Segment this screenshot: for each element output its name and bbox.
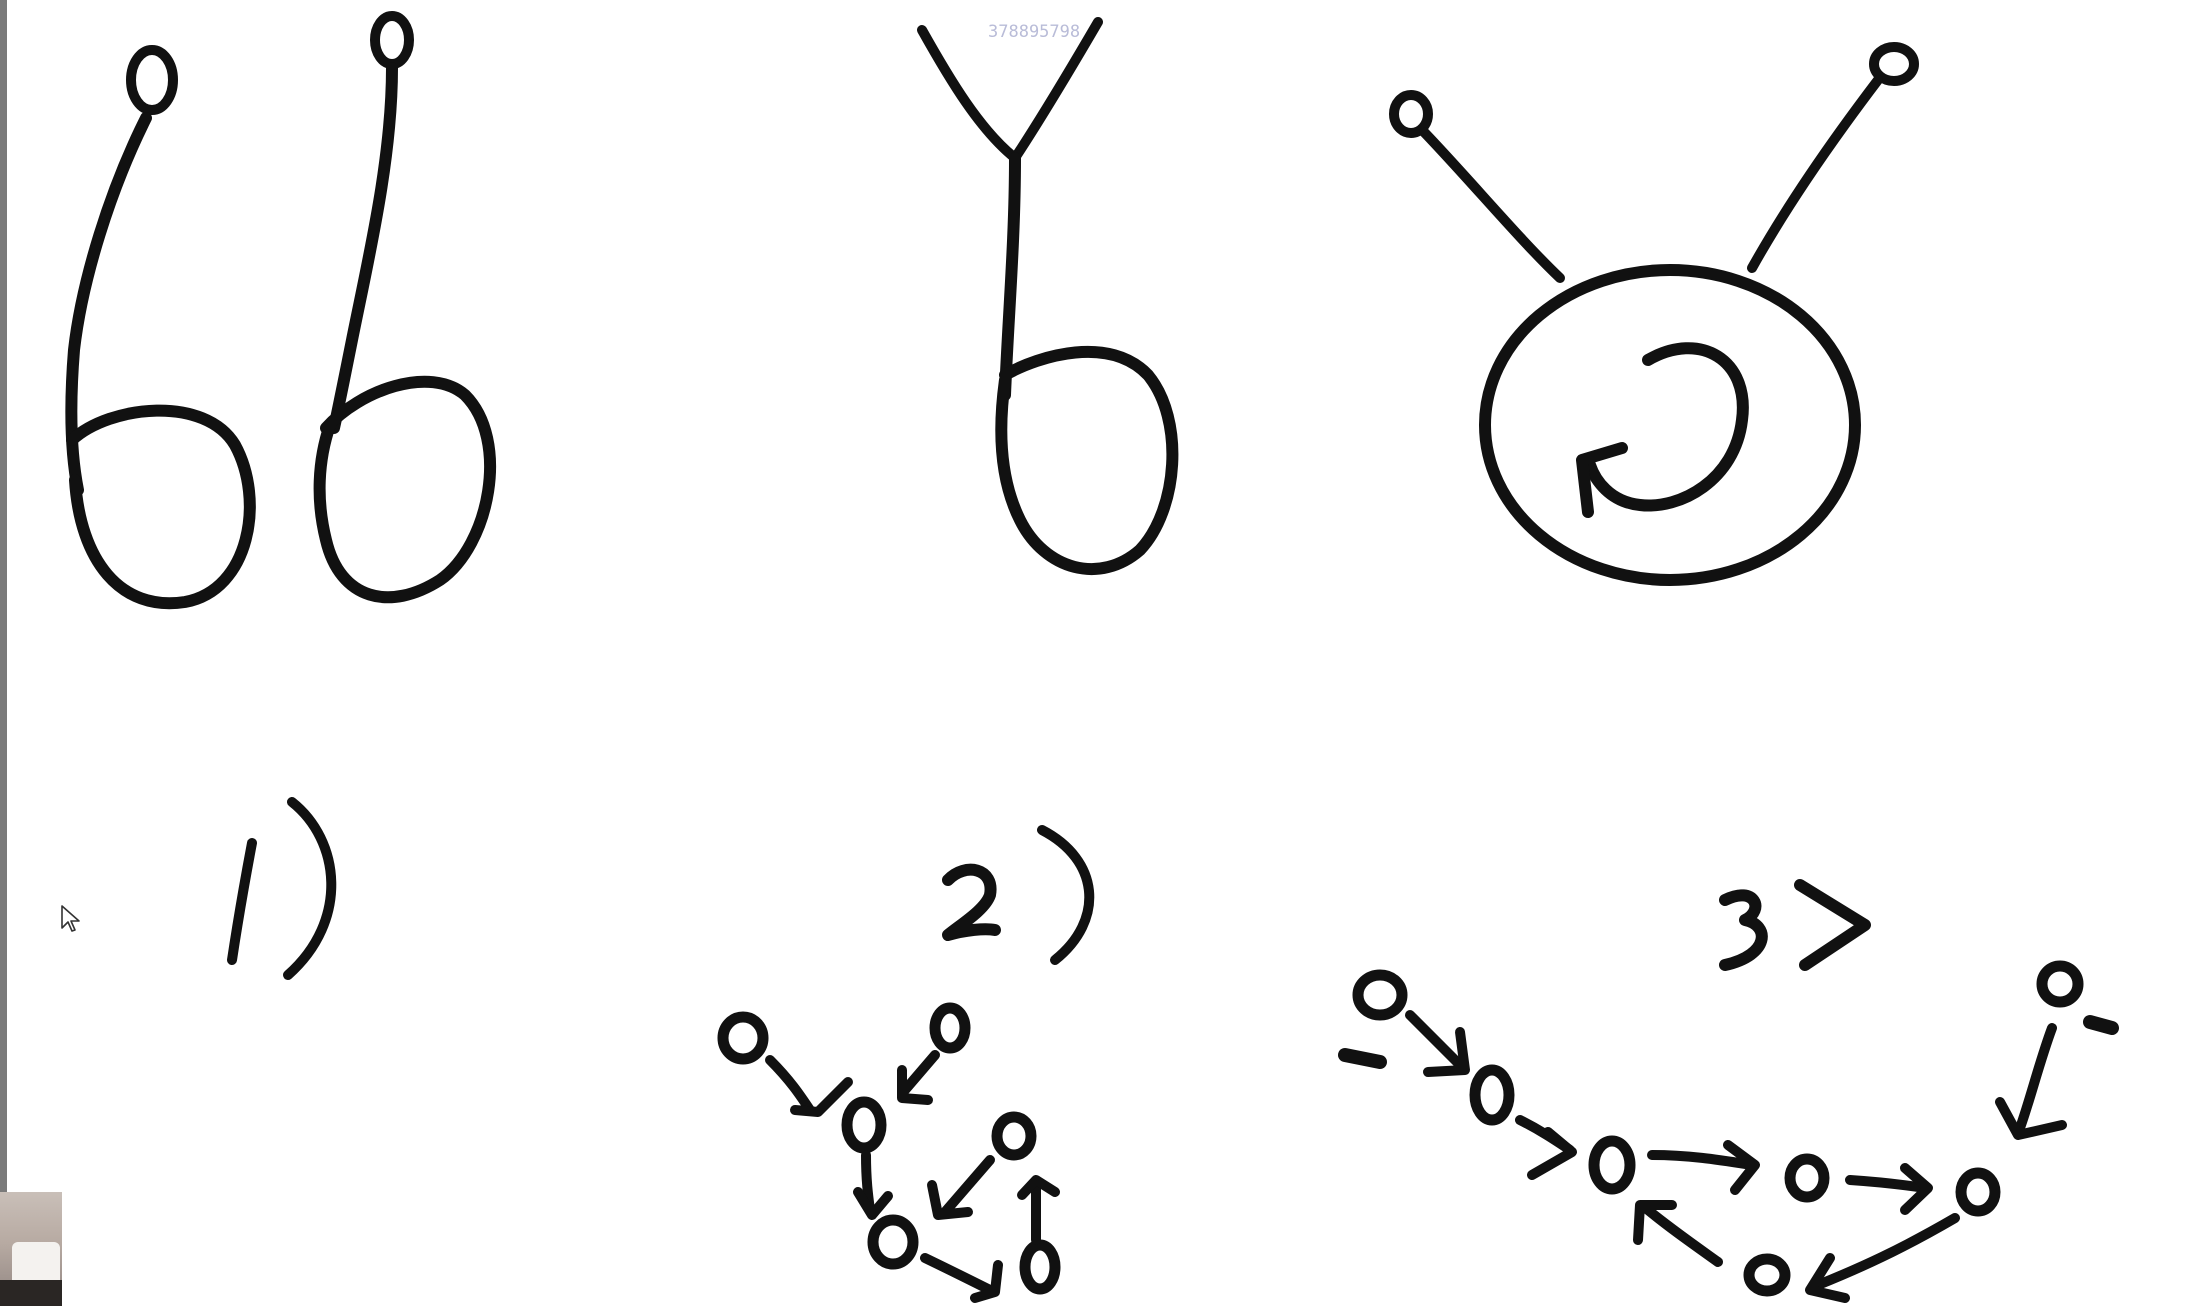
- graph-three-edge: [1845, 1175, 1930, 1193]
- graph-three-edge: [1633, 1200, 1677, 1245]
- graph-three-edge: [1647, 1150, 1757, 1170]
- label-three-angle: [1794, 879, 1871, 971]
- graph-three-edge: [1643, 1205, 1723, 1267]
- graph-three-node: [1743, 1253, 1791, 1297]
- figure-b-right-branch: [1010, 17, 1103, 163]
- graph-two-edge: [765, 1055, 815, 1115]
- graph-three-edge: [1900, 1163, 1933, 1215]
- graph-three-node: [1955, 1167, 2001, 1217]
- graph-three-edge: [2015, 1023, 2057, 1133]
- graph-three-node: [1469, 1064, 1515, 1126]
- graph-two-edge: [940, 1155, 995, 1217]
- graph-three-mark: [2083, 1015, 2119, 1035]
- figure-b-stem: [999, 152, 1021, 401]
- graph-two-edge: [900, 1050, 940, 1095]
- figure-c-node-right: [1869, 42, 1919, 86]
- graph-two-edge: [897, 1065, 933, 1105]
- label-three-digit: [1719, 889, 1768, 971]
- graph-two-node: [991, 1111, 1037, 1161]
- webcam-desk: [0, 1280, 62, 1306]
- graph-three-edge: [1805, 1253, 1850, 1303]
- graph-two-node: [1019, 1239, 1061, 1295]
- graph-three-edge: [1995, 1097, 2067, 1140]
- figure-c-node-left: [1389, 90, 1433, 138]
- figure-c-left-antenna: [1419, 127, 1565, 283]
- graph-two: [717, 1002, 1061, 1303]
- webcam-object: [12, 1242, 60, 1286]
- label-two-paren: [1037, 825, 1095, 965]
- graph-three-mark: [1338, 1048, 1387, 1069]
- label-two-digit: [942, 863, 1001, 941]
- window-left-edge: [0, 0, 7, 1306]
- figure-y-b: [917, 17, 1179, 576]
- graph-three-edge: [1405, 1010, 1465, 1070]
- graph-three: [1338, 960, 2119, 1303]
- figure-c-right-antenna: [1747, 75, 1883, 273]
- graph-two-node: [841, 1096, 887, 1154]
- figure-a-loop-1: [66, 404, 256, 610]
- graph-three-edge: [1527, 1127, 1577, 1180]
- graph-two-node: [717, 1011, 769, 1065]
- graph-three-node: [2036, 960, 2084, 1008]
- graph-two-node: [929, 1002, 971, 1054]
- label-one: [227, 797, 337, 980]
- label-one-paren: [283, 797, 337, 980]
- graph-two-edge: [1017, 1175, 1060, 1200]
- graph-three-node: [1352, 969, 1408, 1021]
- graph-two-edge: [920, 1253, 995, 1295]
- graph-two-edge: [790, 1077, 853, 1117]
- figure-double-b: [65, 11, 497, 610]
- graph-three-edge: [1723, 1140, 1760, 1195]
- mouse-pointer-icon: [61, 905, 80, 932]
- figure-a-stem-2: [328, 62, 398, 434]
- graph-three-edge: [1813, 1213, 1960, 1290]
- watermark: 378895798: [988, 22, 1081, 42]
- graph-two-node: [867, 1214, 919, 1270]
- circular-arrow-head: [1576, 442, 1628, 518]
- graph-two-edge: [970, 1260, 1003, 1303]
- figure-c-big-circle: [1479, 264, 1861, 586]
- figure-circle-loop: [1389, 42, 1919, 586]
- graph-two-edge: [927, 1180, 973, 1220]
- webcam-thumbnail[interactable]: [0, 1192, 62, 1306]
- graph-three-node: [1784, 1153, 1830, 1203]
- graph-two-edge: [853, 1187, 893, 1220]
- graph-three-edge: [1423, 1027, 1470, 1077]
- figure-a-loop-2: [313, 375, 497, 604]
- label-three: [1719, 879, 1871, 971]
- circular-arrow-icon: [1584, 342, 1749, 512]
- graph-three-node: [1588, 1135, 1636, 1195]
- figure-b-loop: [995, 346, 1179, 576]
- label-two: [942, 825, 1095, 965]
- label-one-digit: [227, 838, 257, 965]
- figure-b-left-branch: [917, 25, 1020, 163]
- figure-a-node-1: [126, 45, 178, 115]
- figure-a-node-2: [370, 11, 414, 69]
